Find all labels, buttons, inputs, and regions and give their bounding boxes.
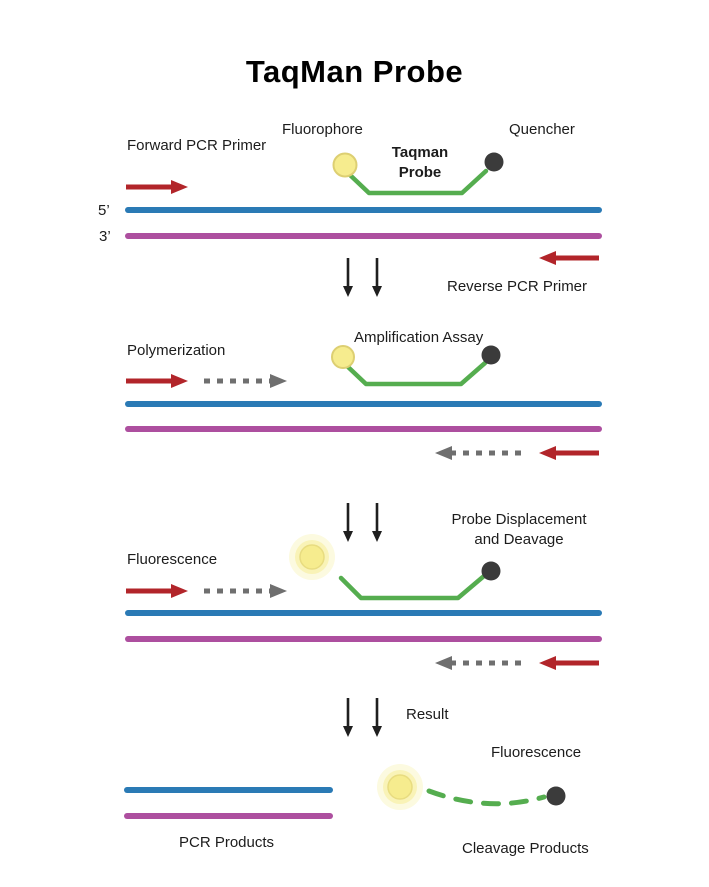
polymerization-label: Polymerization [127, 342, 226, 359]
probe-linker-2 [344, 360, 488, 387]
step-down-arrow-head [343, 531, 353, 542]
synthesis-dotted-arrow-head-left-2 [435, 446, 452, 460]
step-down-arrow-head [372, 531, 382, 542]
cleaved-probe-fragments-4 [426, 788, 547, 807]
probe-displacement-label: Probe Displacement and Deavage [451, 511, 587, 549]
three-prime-label: 3’ [99, 228, 111, 245]
quencher-dot-2 [481, 345, 501, 365]
fluorophore-dot-1 [332, 152, 358, 178]
fluorescence-label: Fluorescence [127, 551, 218, 568]
diagram-title: TaqMan Probe [245, 54, 464, 89]
synthesis-dotted-arrow-head-left-3 [435, 656, 452, 670]
amplification-assay-label: Amplification Assay [354, 329, 484, 346]
forward-primer-arrow-head-2 [171, 374, 188, 388]
step-down-arrow-head [343, 286, 353, 297]
forward-pcr-primer-label: Forward PCR Primer [127, 137, 267, 154]
reverse-primer-arrow-head-2 [539, 446, 556, 460]
quencher-dot-4 [546, 786, 566, 806]
fluorophore-label: Fluorophore [282, 121, 363, 138]
quencher-label: Quencher [509, 121, 575, 138]
probe-linker-3 [338, 573, 487, 601]
reverse-primer-arrow-head-1 [539, 251, 556, 265]
pcr-products-label: PCR Products [179, 834, 275, 851]
step-down-arrow-head [372, 286, 382, 297]
step-down-arrow-head [372, 726, 382, 737]
cleavage-products-label: Cleavage Products [462, 840, 589, 857]
released-fluorophore-dot-4 [387, 774, 413, 800]
five-prime-label: 5’ [98, 202, 110, 219]
probe-linker-1 [347, 168, 489, 196]
quencher-dot-1 [484, 152, 504, 172]
reverse-primer-arrow-head-3 [539, 656, 556, 670]
result-label: Result [406, 706, 449, 723]
taqman-probe-label: Taqman Probe [391, 144, 449, 182]
released-fluorophore-dot-3 [299, 544, 325, 570]
step-down-arrow-head [343, 726, 353, 737]
reverse-pcr-primer-label: Reverse PCR Primer [447, 278, 588, 295]
synthesis-dotted-arrow-head-right-2 [270, 374, 287, 388]
synthesis-dotted-arrow-head-right-3 [270, 584, 287, 598]
forward-primer-arrow-head-3 [171, 584, 188, 598]
forward-primer-arrow-head-1 [171, 180, 188, 194]
quencher-dot-3 [481, 561, 501, 581]
fluorophore-dot-2 [331, 345, 355, 369]
fluorescence-result-label: Fluorescence [491, 744, 582, 761]
